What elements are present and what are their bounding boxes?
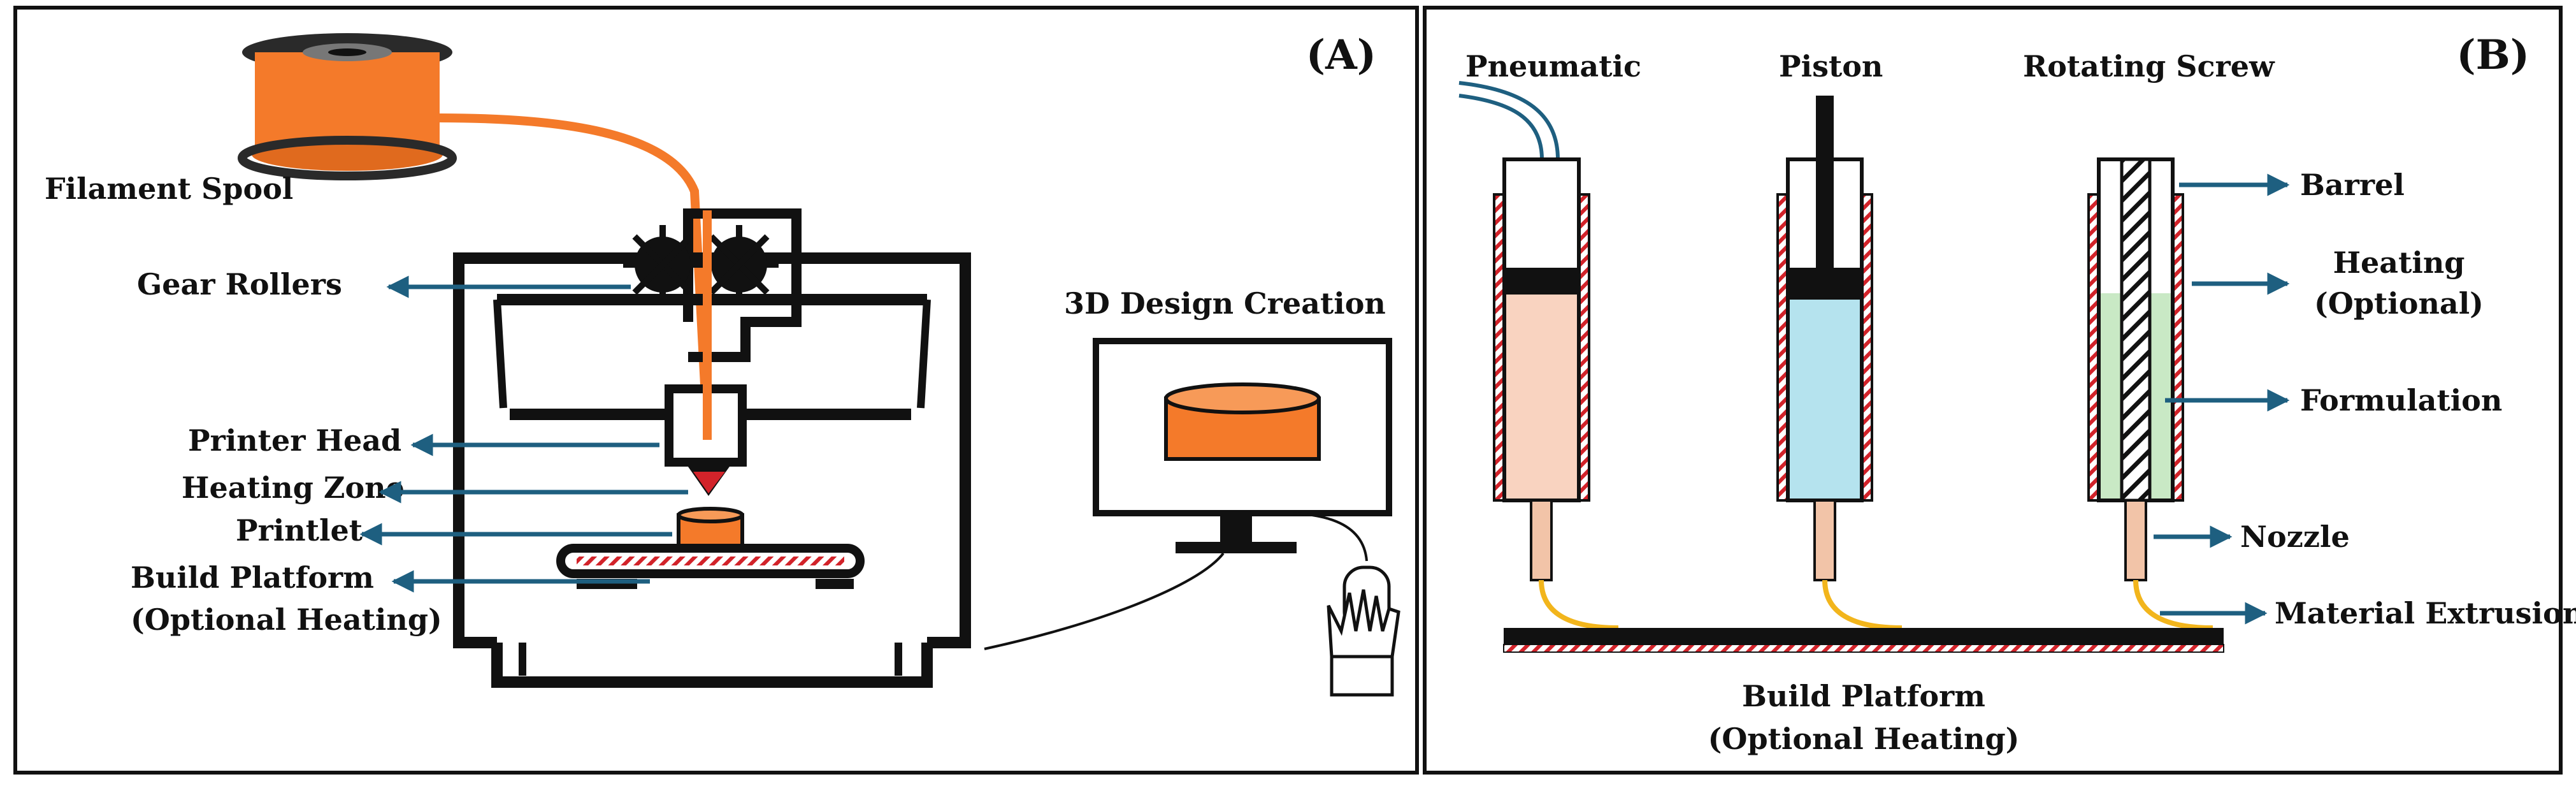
label-nozzle: Nozzle (2240, 520, 2350, 554)
panel-b-frame (1423, 6, 2563, 775)
printer-head-icon (665, 300, 747, 496)
rotating-screw-syringe-icon (2087, 157, 2213, 630)
label-printlet: Printlet (236, 513, 363, 548)
monitor-cable (984, 552, 1225, 650)
label-heating-zone: Heating Zone (182, 470, 405, 505)
label-build-platform-note: (Optional Heating) (131, 602, 442, 637)
piston-syringe-icon (1776, 96, 1903, 630)
label-printer-head: Printer Head (188, 423, 401, 458)
printer-frame (453, 208, 971, 688)
column-rotating-screw: Rotating Screw (2023, 49, 2275, 84)
pneumatic-syringe-icon (1458, 81, 1619, 630)
mouse-hand-icon (1327, 565, 1400, 697)
column-pneumatic: Pneumatic (1465, 49, 1641, 84)
label-build-platform-b: Build Platform (1742, 679, 1985, 713)
monitor-icon (1093, 338, 1392, 562)
label-filament-spool: Filament Spool (45, 171, 293, 206)
label-barrel: Barrel (2300, 168, 2405, 202)
panel-a-frame (13, 6, 1419, 775)
panel-b-letter: (B) (2456, 31, 2529, 79)
label-heating-note: (Optional) (2314, 286, 2484, 321)
label-gear-rollers: Gear Rollers (137, 267, 342, 302)
label-heating: Heating (2333, 245, 2465, 280)
panel-a-letter: (A) (1306, 31, 1376, 79)
label-build-platform-b-note: (Optional Heating) (1708, 722, 2020, 756)
filament-spool-icon (238, 33, 457, 180)
build-platform-b-icon (1503, 628, 2224, 653)
label-build-platform: Build Platform (131, 560, 374, 595)
filament-strand (435, 113, 712, 438)
gear-rollers-icon (623, 225, 779, 304)
label-material-extrusion: Material Extrusion (2275, 596, 2576, 630)
label-formulation: Formulation (2300, 383, 2502, 418)
column-piston: Piston (1779, 49, 1883, 84)
label-design-creation: 3D Design Creation (1064, 286, 1386, 321)
